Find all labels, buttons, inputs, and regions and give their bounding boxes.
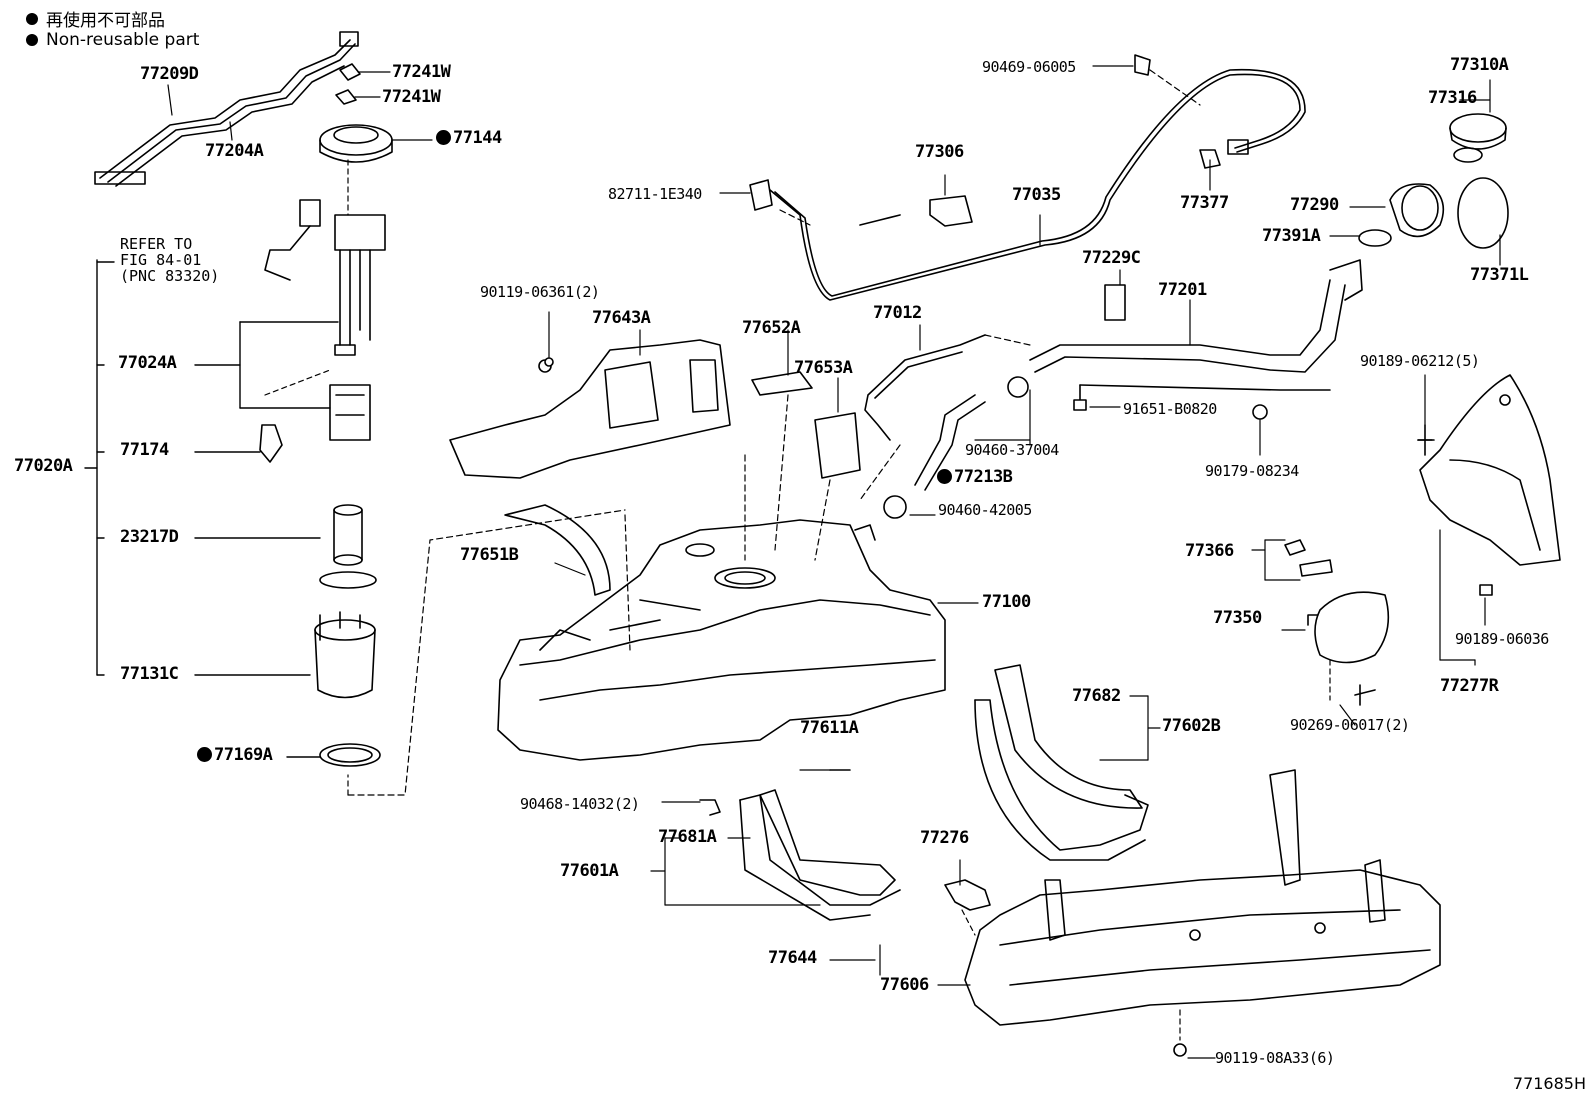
part-label-90119-06361[interactable]: 90119-06361(2) — [480, 283, 600, 301]
part-label-77611A[interactable]: 77611A — [800, 718, 859, 738]
part-label-77169A[interactable]: 77169A — [197, 745, 273, 765]
fuel-filter-drawing — [314, 611, 376, 699]
part-label-77643A[interactable]: 77643A — [592, 308, 651, 328]
part-label-23217D[interactable]: 23217D — [120, 527, 179, 547]
part-label-77229C[interactable]: 77229C — [1082, 248, 1141, 268]
part-label-90468-14032[interactable]: 90468-14032(2) — [520, 795, 640, 813]
part-number-77213B: 77213B — [954, 467, 1013, 487]
fuel-line-drawing — [94, 31, 359, 187]
heat-insulator-drawing — [449, 339, 731, 479]
tank-band-front-drawing — [699, 769, 901, 921]
refer-line-3: (PNC 83320) — [120, 267, 220, 285]
part-label-77366[interactable]: 77366 — [1185, 541, 1234, 561]
fuel-tank-drawing — [497, 519, 946, 761]
retainer-ring-drawing — [319, 63, 393, 163]
filler-cap-drawing — [1358, 113, 1509, 249]
part-label-77310A[interactable]: 77310A — [1450, 55, 1509, 75]
part-number-77169A: 77169A — [214, 745, 273, 765]
part-label-77371L[interactable]: 77371L — [1470, 265, 1529, 285]
fuel-door-drawing — [1284, 539, 1390, 706]
vent-hose-drawing — [749, 54, 1306, 301]
legend-jp: 再使用不可部品 — [26, 6, 165, 31]
part-label-77276[interactable]: 77276 — [920, 828, 969, 848]
non-reusable-dot-icon — [937, 469, 952, 484]
part-label-77316[interactable]: 77316 — [1428, 88, 1477, 108]
part-label-90460-37004[interactable]: 90460-37004 — [965, 441, 1059, 459]
part-label-77204A[interactable]: 77204A — [205, 141, 264, 161]
part-label-77144[interactable]: 77144 — [436, 128, 502, 148]
part-label-77241W-upper[interactable]: 77241W — [392, 62, 451, 82]
part-label-77012[interactable]: 77012 — [873, 303, 922, 323]
refer-note: REFER TO FIG 84-01 (PNC 83320) — [120, 236, 219, 284]
part-label-90119-08A33[interactable]: 90119-08A33(6) — [1215, 1049, 1335, 1067]
part-label-90189-06212[interactable]: 90189-06212(5) — [1360, 352, 1480, 370]
part-label-77306[interactable]: 77306 — [915, 142, 964, 162]
tank-band-rear-drawing — [974, 664, 1149, 861]
part-label-77209D[interactable]: 77209D — [140, 64, 199, 84]
filler-pipe-drawing — [1029, 259, 1363, 420]
non-reusable-dot-icon — [26, 12, 38, 25]
part-label-82711-1E340[interactable]: 82711-1E340 — [608, 185, 702, 203]
legend-en: Non-reusable part — [26, 30, 199, 50]
part-label-90189-06036[interactable]: 90189-06036 — [1455, 630, 1549, 648]
part-label-77024A[interactable]: 77024A — [118, 353, 177, 373]
legend-en-text: Non-reusable part — [46, 30, 200, 50]
refer-line-2: FIG 84-01 — [120, 251, 202, 269]
figure-id: 771685H — [1512, 1074, 1586, 1093]
part-label-77035[interactable]: 77035 — [1012, 185, 1061, 205]
part-label-91651-B0820[interactable]: 91651-B0820 — [1123, 400, 1217, 418]
legend-jp-text: 再使用不可部品 — [46, 11, 165, 31]
part-label-77652A[interactable]: 77652A — [742, 318, 801, 338]
part-label-77020A[interactable]: 77020A — [14, 456, 73, 476]
non-reusable-dot-icon — [197, 747, 212, 762]
part-label-77681A[interactable]: 77681A — [658, 827, 717, 847]
part-number-77144: 77144 — [453, 128, 502, 148]
part-label-90469-06005[interactable]: 90469-06005 — [982, 58, 1076, 76]
part-label-77277R[interactable]: 77277R — [1440, 676, 1499, 696]
part-label-77644[interactable]: 77644 — [768, 948, 817, 968]
part-label-77653A[interactable]: 77653A — [794, 358, 853, 378]
assembly-bracket-lines — [84, 259, 339, 758]
part-label-77602B[interactable]: 77602B — [1162, 716, 1221, 736]
fuel-pump-assembly-drawing — [264, 199, 386, 441]
gasket-drawing — [319, 743, 381, 767]
part-label-77174[interactable]: 77174 — [120, 440, 169, 460]
part-label-77651B[interactable]: 77651B — [460, 545, 519, 565]
part-label-77100[interactable]: 77100 — [982, 592, 1031, 612]
part-label-77350[interactable]: 77350 — [1213, 608, 1262, 628]
part-label-77131C[interactable]: 77131C — [120, 664, 179, 684]
part-label-77377[interactable]: 77377 — [1180, 193, 1229, 213]
part-label-77213B[interactable]: 77213B — [937, 467, 1013, 487]
part-label-77391A[interactable]: 77391A — [1262, 226, 1321, 246]
skid-plate-drawing — [964, 769, 1441, 1057]
part-label-90269-06017[interactable]: 90269-06017(2) — [1290, 716, 1410, 734]
filler-protector-drawing — [1417, 374, 1561, 596]
part-label-77606[interactable]: 77606 — [880, 975, 929, 995]
refer-line-1: REFER TO — [120, 235, 193, 253]
non-reusable-dot-icon — [26, 34, 38, 46]
pump-motor-drawing — [319, 504, 377, 589]
part-label-77601A[interactable]: 77601A — [560, 861, 619, 881]
part-label-77290[interactable]: 77290 — [1290, 195, 1339, 215]
part-label-90460-42005[interactable]: 90460-42005 — [938, 501, 1032, 519]
part-label-77682[interactable]: 77682 — [1072, 686, 1121, 706]
part-label-77201[interactable]: 77201 — [1158, 280, 1207, 300]
part-label-90179-08234[interactable]: 90179-08234 — [1205, 462, 1299, 480]
non-reusable-dot-icon — [436, 130, 451, 145]
part-label-77241W-lower[interactable]: 77241W — [382, 87, 441, 107]
fuel-hose-drawing — [883, 376, 1029, 519]
